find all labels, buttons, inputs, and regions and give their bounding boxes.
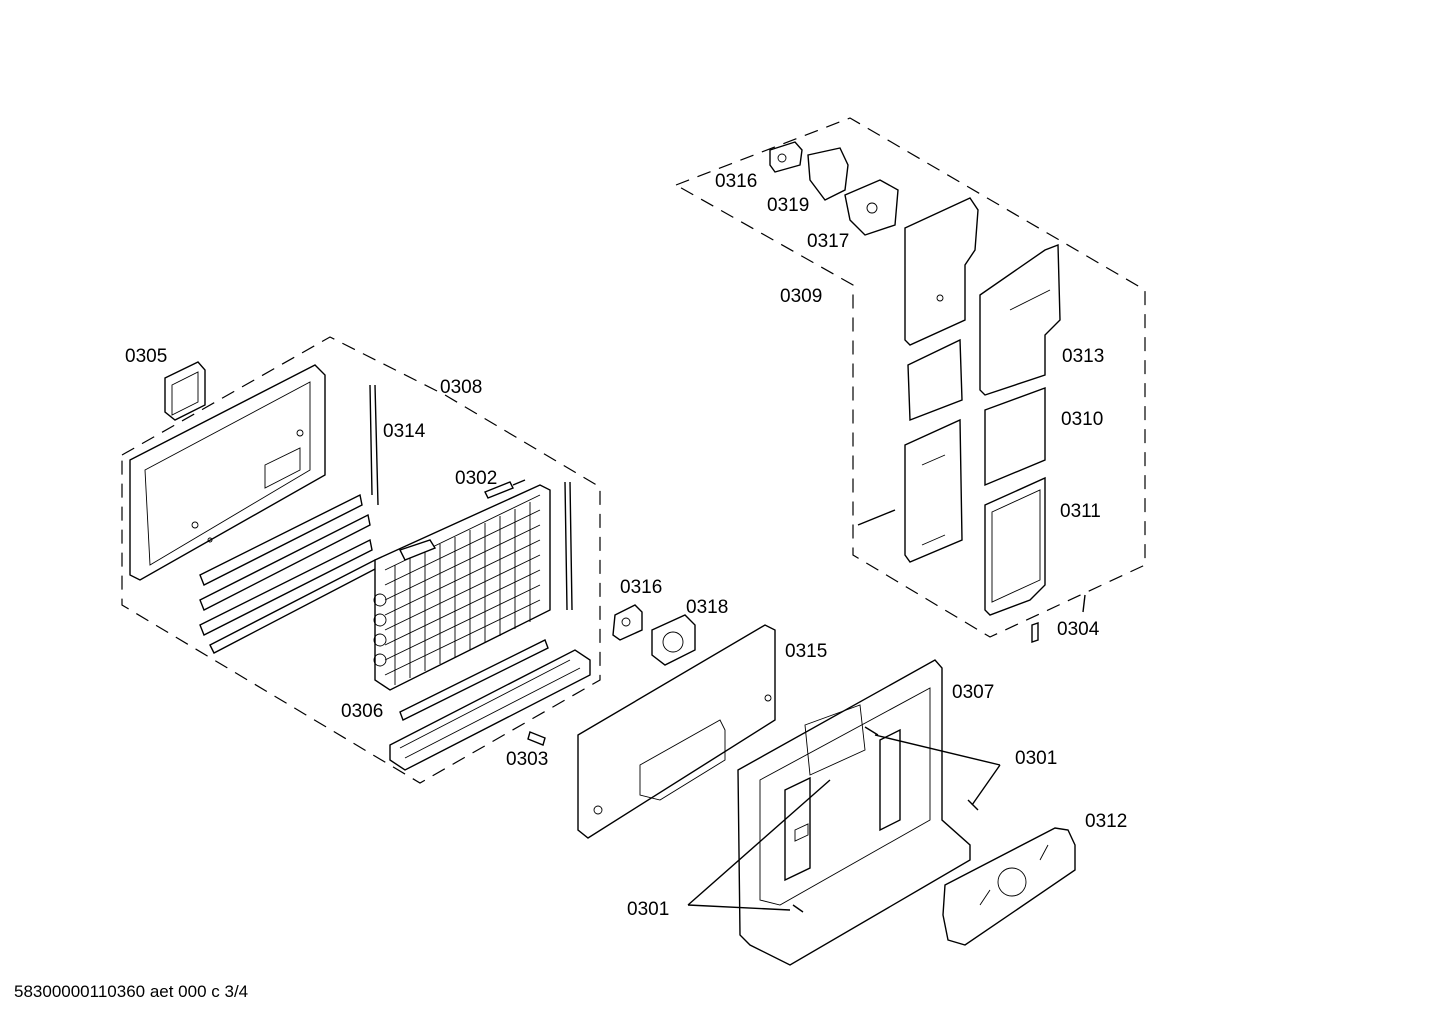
part-0302-sensor (484, 479, 526, 499)
small-wire (857, 509, 896, 526)
label-0303: 0303 (506, 749, 549, 770)
part-0316-clip-top (769, 141, 803, 173)
part-0304-pins (1031, 594, 1086, 643)
duct-panel-lower (904, 418, 963, 563)
part-0307-duct-housing (737, 659, 971, 966)
part-0315-cover (577, 624, 776, 839)
label-0309: 0309 (780, 286, 823, 307)
label-0316-center: 0316 (620, 577, 663, 598)
label-0316-top: 0316 (715, 171, 758, 192)
duct-panel-upper (907, 338, 963, 422)
label-0304: 0304 (1057, 619, 1100, 640)
drawing-reference-footer: 58300000110360 aet 000 c 3/4 (14, 982, 249, 1001)
group-0309-boundary (674, 117, 1146, 638)
label-0305: 0305 (125, 346, 168, 367)
defrost-rod (564, 481, 573, 611)
label-0317: 0317 (807, 231, 850, 252)
part-0313-cover (979, 243, 1061, 396)
label-0312: 0312 (1085, 811, 1128, 832)
label-0318: 0318 (686, 597, 729, 618)
label-0306: 0306 (341, 701, 384, 722)
part-0305-bracket (164, 361, 206, 421)
part-0301-screws (687, 726, 1001, 913)
label-0314: 0314 (383, 421, 426, 442)
part-0312-end-cap (942, 827, 1076, 946)
part-0316-clip-center (612, 604, 643, 641)
label-0302: 0302 (455, 468, 498, 489)
label-0301-right: 0301 (1015, 748, 1058, 769)
label-0315: 0315 (785, 641, 828, 662)
upper-duct-piece (904, 197, 979, 346)
evaporator-coil (373, 484, 551, 691)
label-0301-left: 0301 (627, 899, 670, 920)
part-0306-drip-tray (389, 639, 591, 771)
label-0308: 0308 (440, 377, 483, 398)
label-0311: 0311 (1060, 501, 1101, 522)
part-0318-fan-motor (651, 614, 696, 666)
part-0311-panel (984, 476, 1046, 616)
group-0308-boundary (121, 336, 601, 784)
part-0319-bracket (807, 147, 849, 201)
part-0303-plug (527, 731, 546, 746)
back-panel (129, 364, 326, 581)
label-0310: 0310 (1061, 409, 1104, 430)
label-0313: 0313 (1062, 346, 1105, 367)
part-0317-holder (844, 179, 899, 236)
part-0310-panel (984, 386, 1046, 487)
label-0319: 0319 (767, 195, 810, 216)
label-0307: 0307 (952, 682, 995, 703)
